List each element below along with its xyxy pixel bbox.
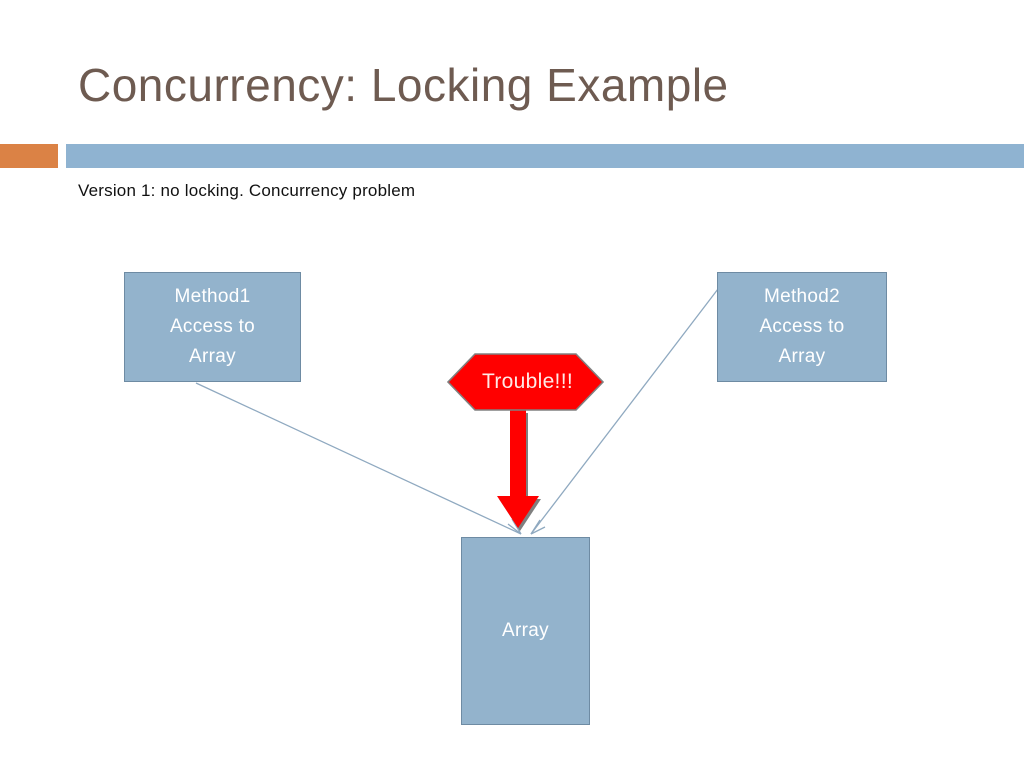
node-method2-line2: Access to — [759, 316, 845, 337]
node-method2-line1: Method2 — [763, 286, 841, 307]
alert-callout-label: Trouble!!! — [482, 370, 573, 393]
node-method1-line1: Method1 — [174, 286, 251, 307]
hexagon-shape-icon — [447, 353, 604, 411]
node-method1-line2: Access to — [169, 316, 256, 337]
node-array-label: Array — [502, 620, 549, 641]
page-title: Concurrency: Locking Example — [78, 59, 729, 111]
alert-callout-trouble[interactable]: Trouble!!! — [447, 353, 604, 411]
accent-bar-orange — [0, 144, 58, 168]
node-method2-line3: Array — [778, 346, 826, 367]
accent-bar-blue — [66, 144, 1024, 168]
slide-subtitle: Version 1: no locking. Concurrency probl… — [78, 181, 416, 200]
node-method1[interactable]: Method1 Access to Array — [124, 272, 301, 382]
connector-method2-to-array — [530, 288, 719, 535]
red-down-arrow-icon — [497, 410, 541, 531]
node-method1-line3: Array — [189, 346, 236, 367]
node-method2[interactable]: Method2 Access to Array — [717, 272, 887, 382]
node-array[interactable]: Array — [461, 537, 590, 725]
